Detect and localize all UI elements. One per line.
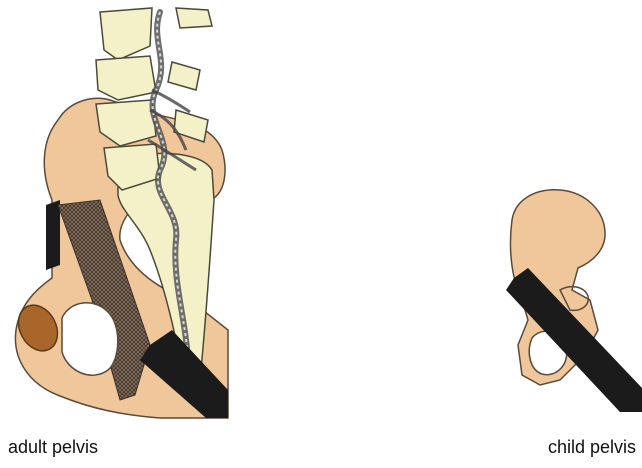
adult-vertebra-2 bbox=[96, 56, 156, 100]
child-pelvis-label: child pelvis bbox=[548, 437, 636, 458]
adult-left-dark-band bbox=[46, 200, 60, 270]
adult-vertebra-1-process bbox=[176, 8, 212, 28]
child-pelvis-figure bbox=[506, 190, 642, 412]
adult-pelvis-label: adult pelvis bbox=[8, 437, 98, 458]
adult-pelvis-figure bbox=[11, 8, 228, 418]
adult-vertebra-1 bbox=[100, 8, 152, 60]
adult-vertebra-2-process bbox=[168, 62, 200, 90]
adult-obturator-foramen bbox=[62, 303, 118, 375]
